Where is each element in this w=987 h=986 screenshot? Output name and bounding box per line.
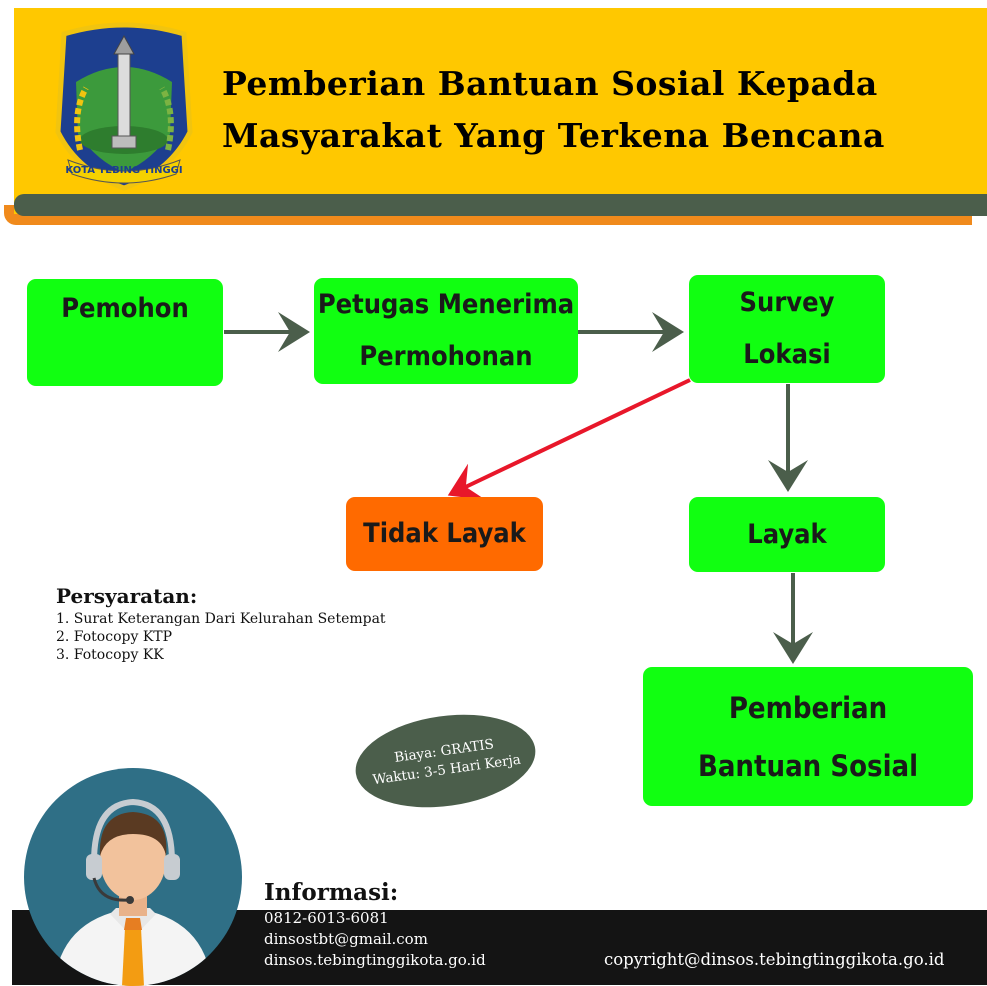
contact-heading: Informasi:: [264, 879, 399, 906]
contact-website: dinsos.tebingtinggikota.go.id: [264, 951, 486, 969]
node-layak-label: Layak: [747, 518, 827, 550]
node-pemohon: Pemohon: [27, 279, 223, 386]
requirements-heading: Persyaratan:: [56, 584, 198, 608]
node-pemberian: Pemberian Bantuan Sosial: [643, 667, 973, 806]
node-survey-label-2: Lokasi: [743, 339, 831, 370]
node-tidak-layak-label: Tidak Layak: [363, 518, 526, 549]
logo-text: KOTA TEBING TINGGI: [65, 165, 182, 176]
node-petugas-label-2: Permohonan: [359, 341, 533, 372]
node-pemberian-label-2: Bantuan Sosial: [697, 748, 919, 783]
page-title-line-1: Pemberian Bantuan Sosial Kepada: [222, 64, 878, 103]
requirement-item: 3. Fotocopy KK: [56, 647, 164, 663]
city-emblem-logo: KOTA TEBING TINGGI: [55, 22, 193, 191]
copyright-text: copyright@dinsos.tebingtinggikota.go.id: [604, 950, 945, 969]
node-pemberian-label-1: Pemberian: [728, 690, 888, 725]
node-tidak-layak: Tidak Layak: [346, 497, 543, 571]
node-petugas: Petugas Menerima Permohonan: [314, 278, 578, 384]
page-title-line-2: Masyarakat Yang Terkena Bencana: [222, 116, 885, 155]
contact-info: Informasi: 0812-6013-6081 dinsostbt@gmai…: [264, 878, 486, 971]
node-petugas-label-1: Petugas Menerima: [317, 289, 575, 320]
contact-email: dinsostbt@gmail.com: [264, 930, 428, 948]
support-agent-avatar: [24, 768, 242, 986]
requirements: Persyaratan: 1. Surat Keterangan Dari Ke…: [56, 584, 386, 664]
node-pemohon-label: Pemohon: [61, 293, 189, 324]
contact-phone: 0812-6013-6081: [264, 909, 389, 927]
node-layak: Layak: [689, 497, 885, 572]
requirement-item: 2. Fotocopy KTP: [56, 629, 173, 645]
page-title: Pemberian Bantuan Sosial Kepada Masyarak…: [222, 58, 885, 162]
requirement-item: 1. Surat Keterangan Dari Kelurahan Setem…: [56, 611, 386, 627]
header-accent-green: [14, 194, 987, 216]
node-survey-label-1: Survey: [739, 287, 835, 318]
arrow-survey-to-tidak-layak: [447, 378, 691, 500]
node-survey: Survey Lokasi: [689, 275, 885, 383]
support-agent-icon: [54, 798, 212, 986]
